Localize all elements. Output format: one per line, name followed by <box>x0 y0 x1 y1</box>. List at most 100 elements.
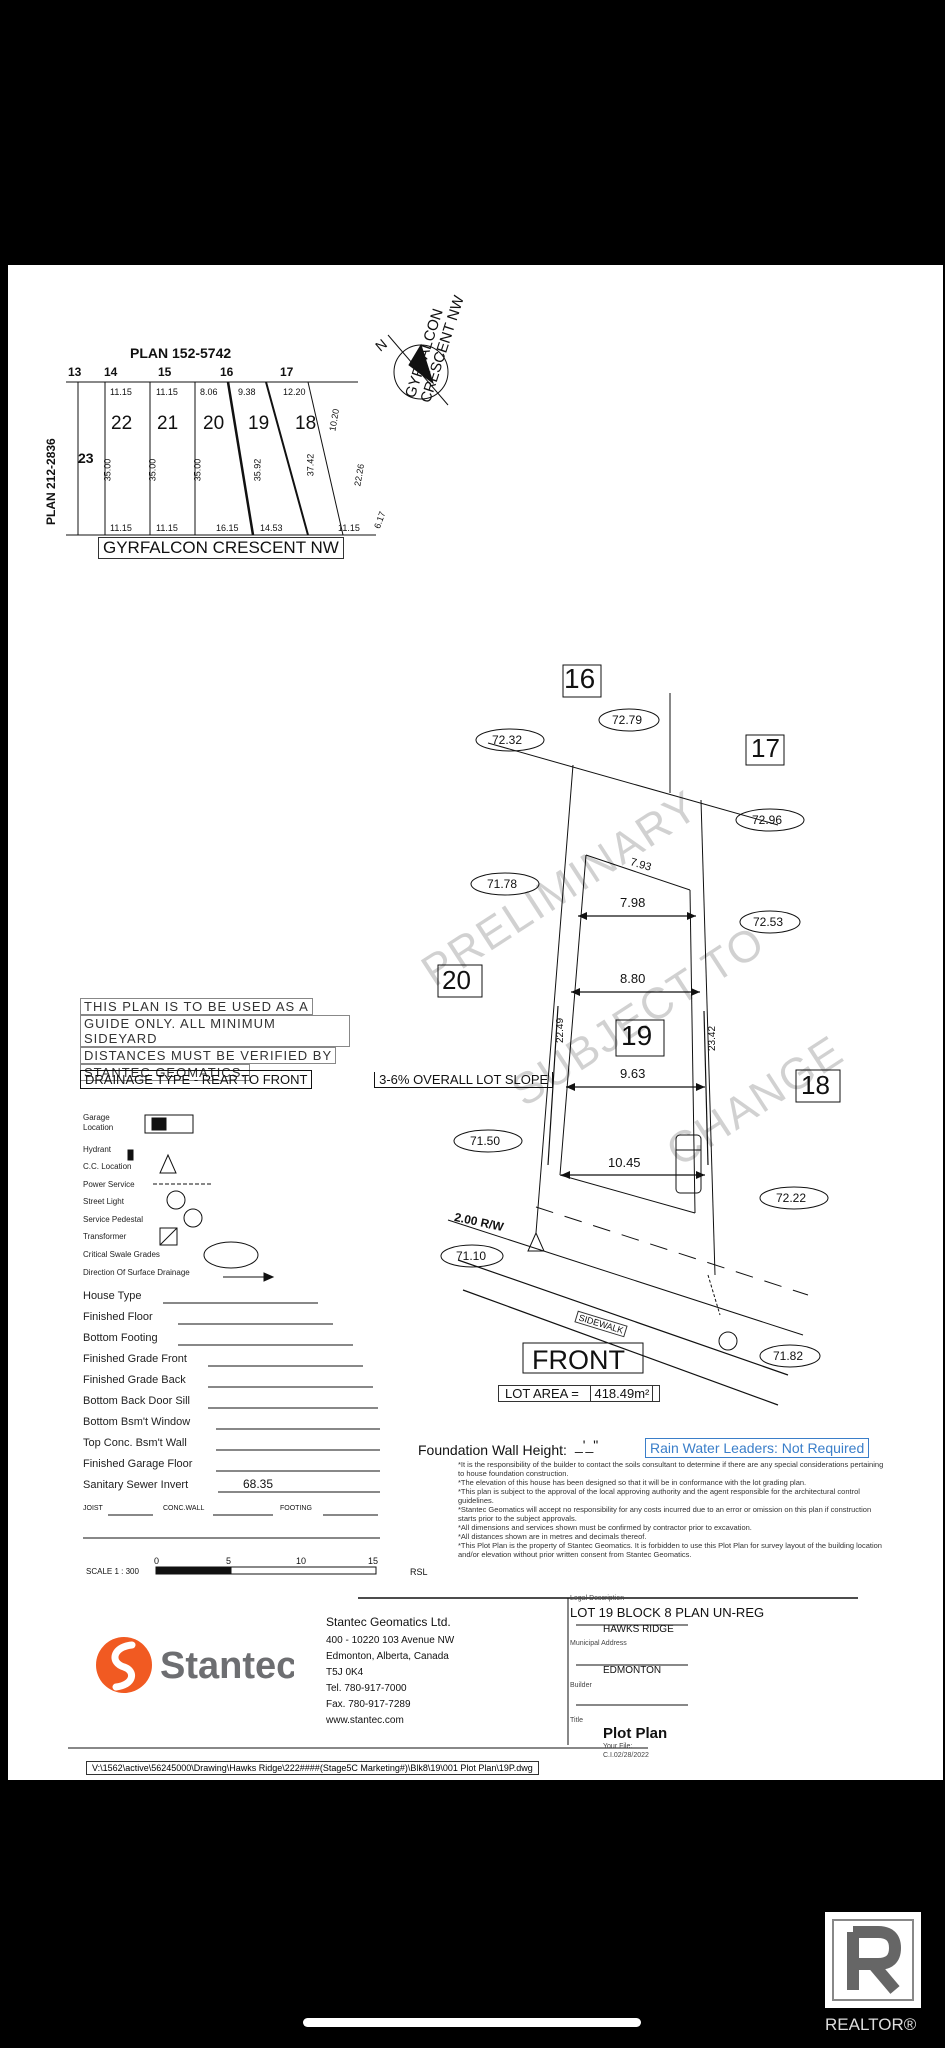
key-lot-23: 23 <box>78 450 94 466</box>
legend-service-pedestal: Service Pedestal <box>83 1215 144 1224</box>
grade-label: 71.50 <box>470 1134 501 1148</box>
plan-note: *All dimensions and services shown must … <box>458 1523 752 1532</box>
municipal-caption: Municipal Address <box>570 1640 627 1647</box>
field-garage-floor: Finished Garage Floor <box>83 1458 193 1470</box>
lot-16-label: 16 <box>564 663 596 694</box>
field-bsmt-window: Bottom Bsm't Window <box>83 1416 191 1428</box>
key-depth-dim: 35.92 <box>252 458 263 482</box>
plan-note: *All distances shown are in metres and d… <box>458 1532 647 1541</box>
key-bottom-dim: 16.15 <box>216 523 239 533</box>
grade-label: 72.22 <box>776 1191 807 1205</box>
guide-note: THIS PLAN IS TO BE USED AS A GUIDE ONLY.… <box>80 998 350 1081</box>
plan-note: *This plan is subject to the approval of… <box>458 1487 860 1505</box>
scale-tick: 0 <box>154 1556 160 1566</box>
legend-street-light: Street Light <box>83 1197 124 1206</box>
legal-caption: Legal Description <box>570 1595 625 1602</box>
field-sewer-invert: Sanitary Sewer Invert <box>83 1479 189 1491</box>
home-indicator[interactable] <box>303 2018 641 2027</box>
company-postal: T5J 0K4 <box>326 1667 364 1678</box>
legend-surface-drainage: Direction Of Surface Drainage <box>83 1268 190 1277</box>
key-depth-dim: 37.42 <box>305 453 316 477</box>
drawing-title: Plot Plan <box>603 1725 668 1742</box>
width-dim: 8.80 <box>620 971 646 986</box>
guide-note-line: DISTANCES MUST BE VERIFIED BY <box>80 1047 337 1064</box>
plan-top-label: PLAN 152-5742 <box>130 345 232 361</box>
legend-hydrant: Hydrant <box>83 1145 112 1154</box>
lot-area: LOT AREA = 418.49m² <box>498 1385 661 1402</box>
key-bottom-dim: 11.15 <box>156 523 178 533</box>
grade-label: 71.78 <box>487 877 518 891</box>
realtor-label: REALTOR® <box>825 2015 917 2034</box>
field-bottom-footing: Bottom Footing <box>83 1332 158 1344</box>
grade-label: 71.82 <box>773 1349 804 1363</box>
scale-tick: 10 <box>296 1556 307 1566</box>
width-dim: 9.63 <box>620 1066 646 1081</box>
company-web: www.stantec.com <box>326 1715 404 1726</box>
key-lot-20: 20 <box>203 413 225 434</box>
drainage-slope: 3-6% OVERALL LOT SLOPE <box>374 1072 554 1088</box>
key-bottom-dim: 11.15 <box>338 523 360 533</box>
width-dim: 10.45 <box>608 1155 641 1170</box>
lot-19-label: 19 <box>621 1020 653 1051</box>
key-depth-dim: 35.00 <box>102 458 113 482</box>
key-lot-19: 19 <box>248 413 270 434</box>
plot-plan-sheet: PLAN 152-5742 PLAN 212-2836 GYRFALCON CR… <box>8 265 943 1780</box>
grade-label: 72.96 <box>752 813 783 827</box>
key-top-dim: 9.38 <box>238 387 256 397</box>
key-bottom-dim: 14.53 <box>260 523 283 533</box>
key-lot-13: 13 <box>68 365 82 379</box>
field-finished-floor: Finished Floor <box>83 1311 153 1323</box>
municipal-address: EDMONTON <box>603 1665 662 1676</box>
drainage-box: DRAINAGE TYPE - REAR TO FRONT 3-6% OVERA… <box>80 1070 554 1089</box>
builder-caption: Builder <box>570 1682 592 1689</box>
rsl-label: RSL <box>410 1567 428 1577</box>
plan-note: *The elevation of this house has been de… <box>458 1478 807 1487</box>
key-lot-21: 21 <box>157 413 179 434</box>
stantec-logo: Stantec <box>96 1637 294 1693</box>
drainage-type: DRAINAGE TYPE - REAR TO FRONT <box>80 1070 313 1089</box>
lot-area-value: 418.49m² <box>590 1385 654 1402</box>
grade-label: 72.79 <box>612 713 643 727</box>
company-address-1: 400 - 10220 103 Avenue NW <box>326 1635 455 1646</box>
legend-cc-location: C.C. Location <box>83 1162 132 1171</box>
key-lot-18: 18 <box>295 413 317 434</box>
key-top-dim: 12.20 <box>283 387 306 397</box>
legend-swale-grades: Critical Swale Grades <box>83 1250 160 1259</box>
file-caption: Your File: <box>603 1743 633 1750</box>
key-lot-14: 14 <box>104 365 118 379</box>
plan-note: *It is the responsibility of the builder… <box>458 1460 884 1478</box>
sewer-invert-value: 68.35 <box>243 1477 274 1491</box>
field-grade-back: Finished Grade Back <box>83 1374 186 1386</box>
lot-18-label: 18 <box>801 1070 830 1100</box>
lot-20-label: 20 <box>442 965 471 995</box>
width-dim: 7.98 <box>620 895 646 910</box>
legend-transformer: Transformer <box>83 1232 127 1241</box>
grade-label: 72.53 <box>753 915 784 929</box>
plan-notes: *It is the responsibility of the builder… <box>458 1460 888 1559</box>
legend-garage: Garage Location <box>83 1113 114 1132</box>
scale-tick: 15 <box>368 1556 379 1566</box>
grade-label: 71.10 <box>456 1249 487 1263</box>
field-grade-front: Finished Grade Front <box>83 1353 187 1365</box>
legal-description: LOT 19 BLOCK 8 PLAN UN-REG <box>570 1605 765 1620</box>
lot-17-label: 17 <box>751 733 780 763</box>
field-conc-wall: CONC.WALL <box>163 1505 205 1512</box>
plan-note: *This Plot Plan is the property of Stant… <box>458 1541 882 1559</box>
street-label: GYRFALCON CRESCENT NW <box>98 537 344 559</box>
company-tel: Tel. 780-917-7000 <box>326 1683 407 1694</box>
foundation-height-value: _'_" <box>575 1437 599 1453</box>
front-label: FRONT <box>532 1345 625 1375</box>
plot-plan-drawing <box>66 334 858 1749</box>
key-top-dim: 8.06 <box>200 387 218 397</box>
key-depth-dim: 35.00 <box>192 458 203 482</box>
key-top-dim: 11.15 <box>110 387 132 397</box>
file-path: V:\1562\active\56245000\Drawing\Hawks Ri… <box>86 1761 539 1775</box>
key-top-dim: 11.15 <box>156 387 178 397</box>
company-fax: Fax. 780-917-7289 <box>326 1699 411 1710</box>
key-lot-16: 16 <box>220 365 234 379</box>
guide-note-line: THIS PLAN IS TO BE USED AS A <box>80 998 313 1015</box>
title-caption: Title <box>570 1717 583 1724</box>
company-address-2: Edmonton, Alberta, Canada <box>326 1651 449 1662</box>
legend-power-service: Power Service <box>83 1180 135 1189</box>
foundation-height-label: Foundation Wall Height: <box>418 1442 567 1458</box>
